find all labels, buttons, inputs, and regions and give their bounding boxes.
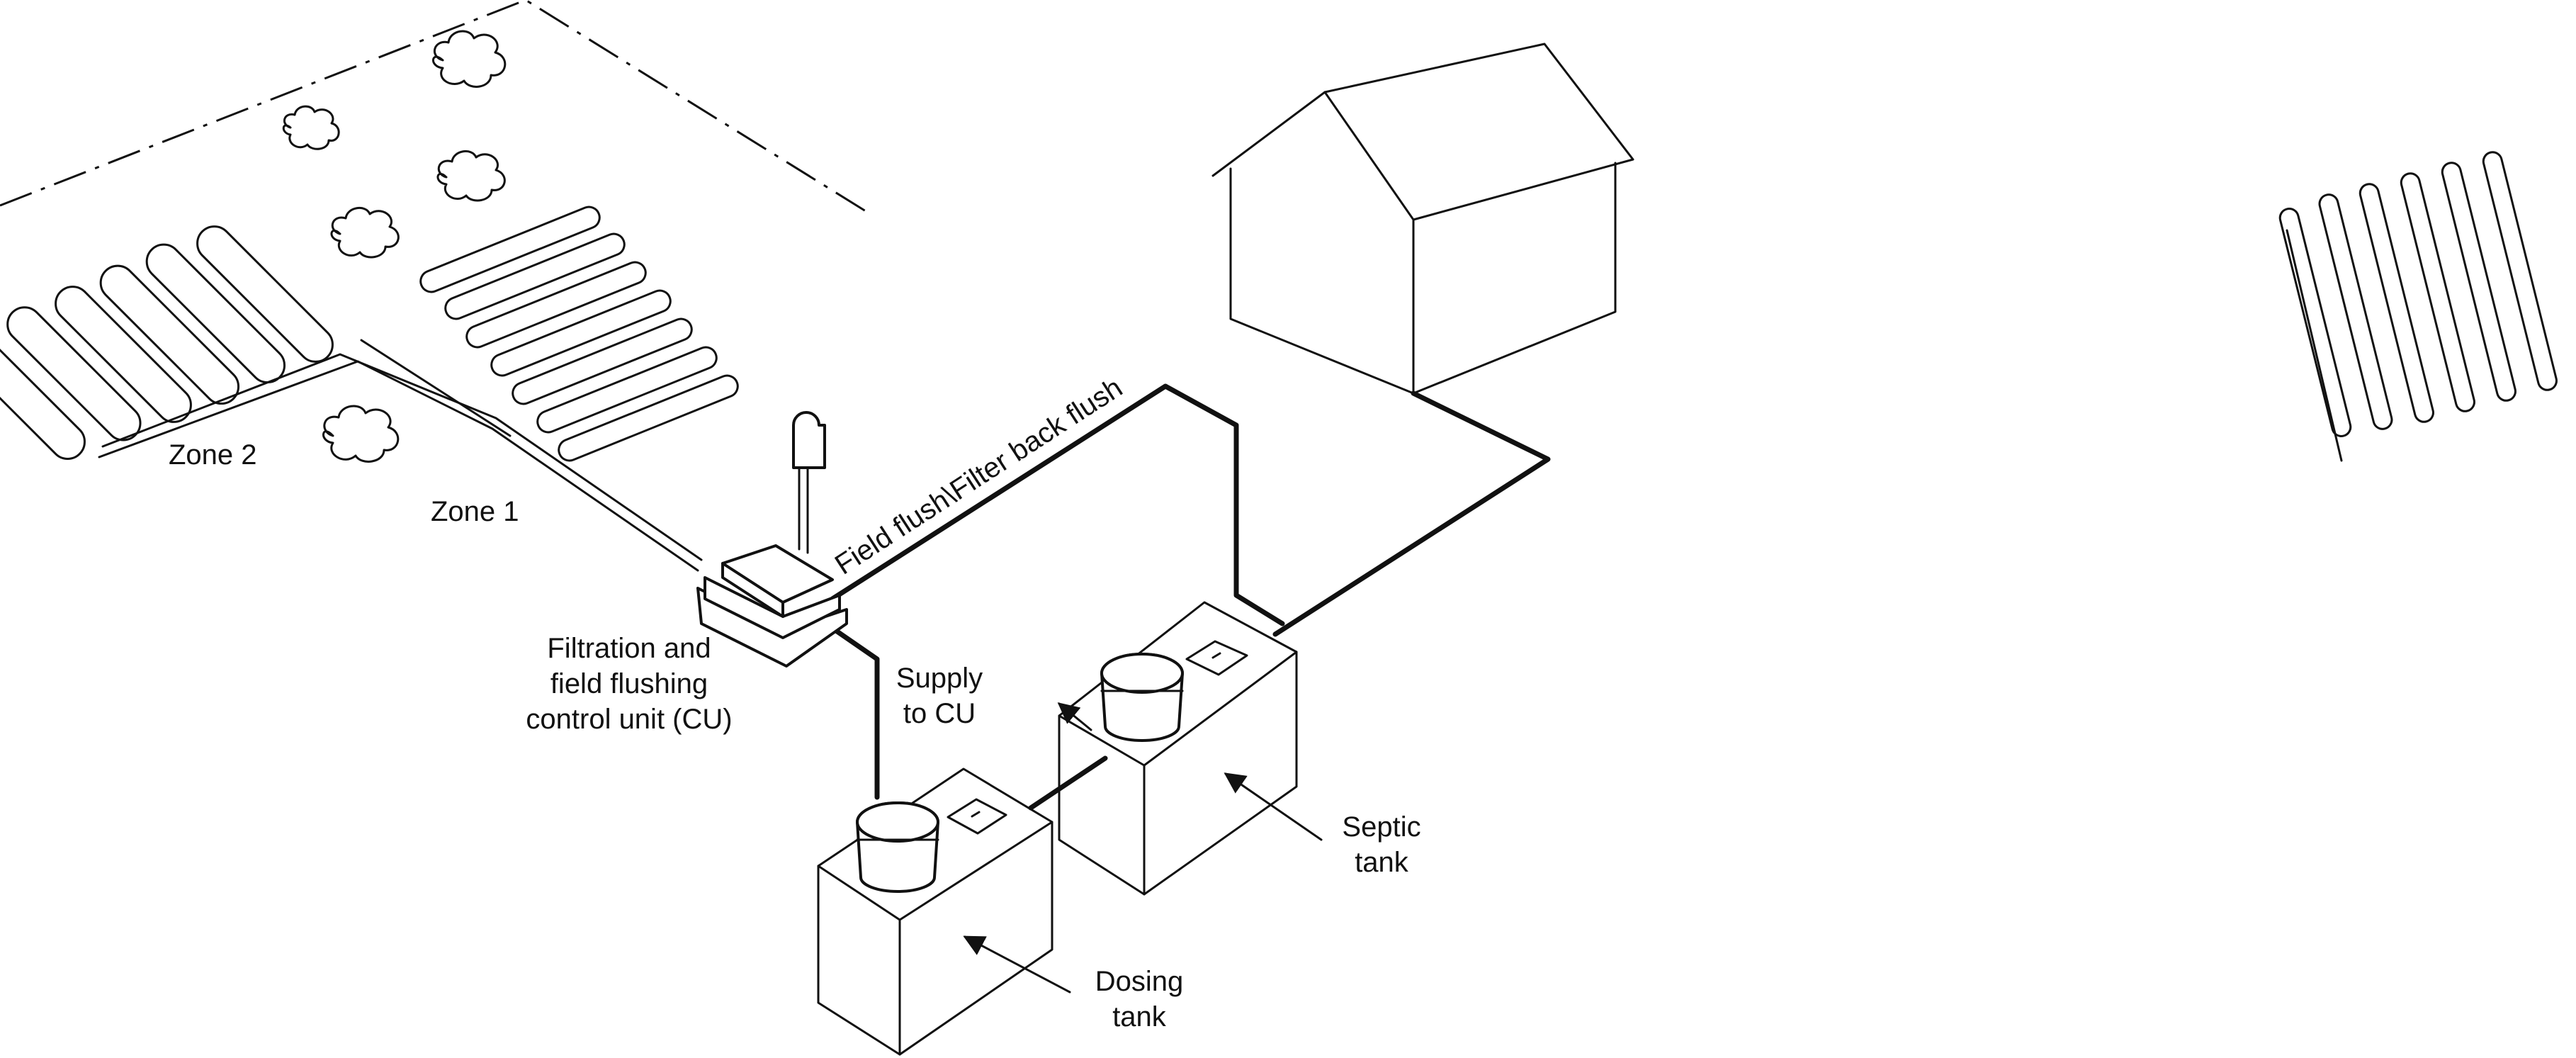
dosing-inspection-port-icon	[947, 798, 1007, 835]
diagram-labels: Zone 2 Zone 1 Field flush\Filter back fl…	[169, 372, 1421, 1032]
septic-tank	[1058, 601, 1298, 896]
zone1-drip-field	[360, 206, 739, 462]
septic-label-line1: Septic	[1342, 811, 1420, 843]
dosing-label-line2: tank	[1112, 1001, 1167, 1032]
leader-arrows	[963, 702, 1323, 994]
house	[1211, 43, 1634, 395]
cu-label-line3: control unit (CU)	[526, 704, 732, 735]
zone1-label: Zone 1	[431, 496, 519, 527]
cu-label-line1: Filtration and	[547, 633, 711, 664]
cu-outlet-arrow	[1057, 702, 1092, 731]
property-boundary	[0, 0, 866, 213]
tank-connector-pipe	[1028, 755, 1108, 811]
drip-field-right	[2278, 151, 2558, 462]
septic-arrow	[1224, 772, 1323, 841]
septic-inspection-port-icon	[1185, 640, 1248, 676]
shrub-icon	[436, 150, 506, 202]
field-flush-label: Field flush\Filter back flush	[830, 372, 1128, 581]
control-unit	[696, 411, 848, 668]
house-sewer-pipe	[1272, 390, 1551, 637]
supply-label-line1: Supply	[896, 663, 983, 694]
supply-label-line2: to CU	[903, 698, 976, 729]
zone2-label: Zone 2	[169, 439, 257, 471]
shrub-icon	[330, 207, 400, 259]
shrub-icon	[282, 105, 340, 150]
shrub-icon	[322, 405, 400, 463]
shrub-icons	[282, 30, 507, 463]
dosing-label-line1: Dosing	[1095, 966, 1184, 997]
dosing-arrow	[963, 935, 1071, 994]
septic-label-line2: tank	[1355, 847, 1409, 878]
zone2-drip-field	[0, 225, 703, 572]
pipes	[830, 383, 1551, 811]
cu-label-line2: field flushing	[550, 668, 708, 699]
flush-return-pipe	[830, 383, 1285, 626]
control-panel-icon	[792, 411, 826, 469]
supply-pipe	[833, 628, 880, 800]
dosing-tank	[817, 767, 1053, 1056]
shrub-icon	[432, 30, 507, 88]
